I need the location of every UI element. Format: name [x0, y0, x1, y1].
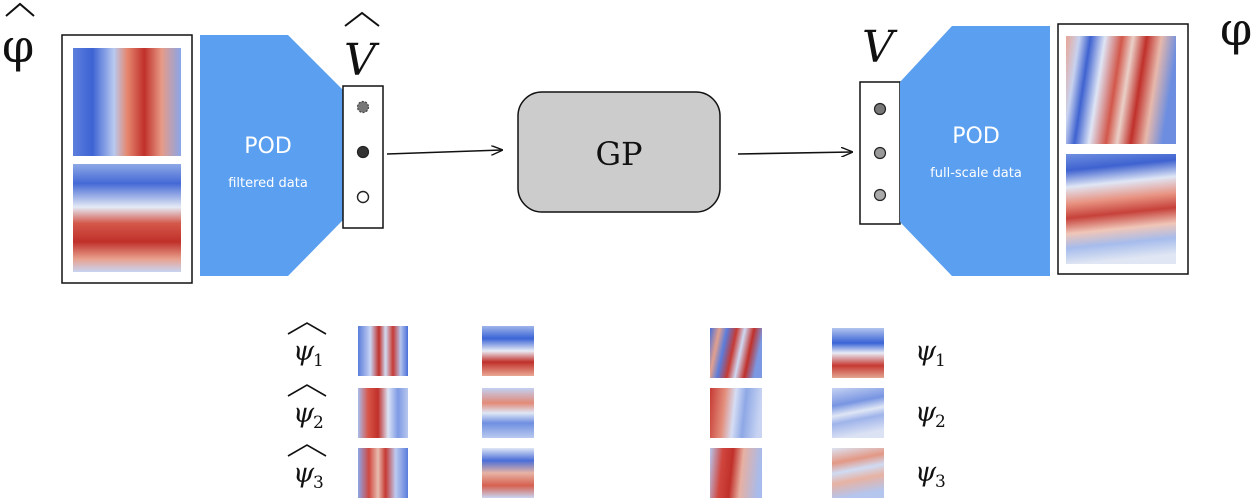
full-mode-3-horizontal	[832, 448, 884, 498]
mode-index: 1	[935, 351, 946, 371]
psi-symbol: ψ	[915, 457, 937, 488]
psi-symbol: ψ	[293, 458, 315, 489]
full-field-snapshot-vertical	[1066, 36, 1176, 144]
full-mode-2-horizontal	[832, 388, 884, 438]
mode-index: 2	[935, 412, 946, 432]
full-mode-1-vertical	[710, 328, 762, 378]
psi-symbol: ψ	[293, 398, 315, 429]
coefficient-dot-1	[873, 102, 887, 116]
full-mode-2-vertical	[710, 388, 762, 438]
hat-accent-icon	[287, 384, 327, 397]
v-hat-symbol: V	[344, 35, 380, 86]
filtered-mode-3-horizontal	[482, 448, 534, 498]
gp-label: GP	[595, 135, 642, 173]
mode-index: 1	[313, 351, 324, 371]
full-field-snapshot-horizontal	[1066, 154, 1176, 264]
filtered-mode-label-3: ψ 3	[287, 444, 327, 493]
phi-symbol: φ	[1220, 2, 1252, 56]
full-mode-3-vertical	[710, 448, 762, 498]
arrow-to-gp	[386, 150, 502, 154]
pod-full-title: POD	[952, 124, 1000, 149]
mode-index: 3	[935, 472, 946, 492]
phi-hat-symbol: φ	[2, 19, 34, 73]
gp-model-box	[517, 91, 721, 213]
hat-accent-icon	[344, 11, 380, 27]
filtered-field-symbol: φ	[2, 2, 35, 73]
full-mode-label-3: ψ 3	[915, 457, 946, 492]
arrow-from-gp	[737, 152, 852, 154]
coefficient-dot-3	[873, 188, 887, 202]
full-mode-label-1: ψ 1	[915, 336, 946, 371]
mode-index: 2	[313, 413, 324, 433]
filtered-mode-label-1: ψ 1	[287, 322, 327, 371]
filtered-field-snapshot-vertical	[73, 48, 181, 156]
psi-symbol: ψ	[293, 336, 315, 367]
coefficient-dot-1	[356, 100, 370, 114]
pod-filtered-subtitle: filtered data	[228, 176, 308, 191]
pod-filtered-title: POD	[244, 134, 292, 159]
psi-symbol: ψ	[915, 397, 937, 428]
filtered-mode-3-vertical	[358, 448, 408, 498]
v-symbol: V	[862, 22, 898, 73]
full-mode-label-2: ψ 2	[915, 397, 946, 432]
filtered-mode-2-horizontal	[482, 388, 534, 438]
coefficient-dot-2	[356, 145, 370, 159]
filtered-coefficients-label: V	[344, 11, 380, 86]
hat-accent-icon	[287, 322, 327, 335]
hat-accent-icon	[287, 444, 327, 457]
mode-index: 3	[313, 473, 324, 493]
pod-full-block	[900, 26, 1050, 276]
coefficient-dot-2	[873, 146, 887, 160]
full-mode-1-horizontal	[832, 328, 884, 378]
filtered-mode-1-horizontal	[482, 326, 534, 376]
pod-filtered-block	[200, 35, 343, 276]
coefficient-dot-3	[356, 190, 370, 204]
filtered-mode-2-vertical	[358, 388, 408, 438]
psi-symbol: ψ	[915, 336, 937, 367]
pod-full-subtitle: full-scale data	[930, 166, 1022, 181]
filtered-mode-label-2: ψ 2	[287, 384, 327, 433]
filtered-field-snapshot-horizontal	[73, 164, 181, 272]
hat-accent-icon	[5, 2, 35, 17]
filtered-mode-1-vertical	[358, 326, 408, 376]
